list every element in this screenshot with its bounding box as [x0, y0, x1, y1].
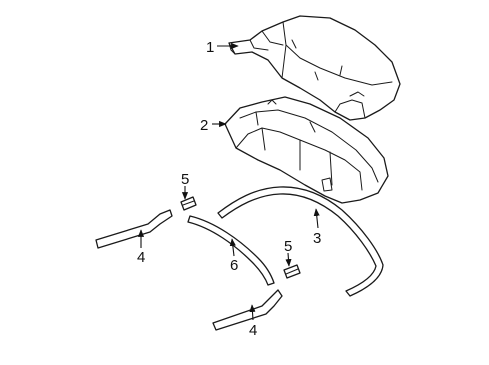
part-4a-molding	[95, 209, 173, 249]
callout-1: 1	[206, 39, 214, 56]
callout-3: 3	[313, 230, 321, 247]
callout-5a: 5	[181, 171, 189, 188]
part-5b-clip	[283, 264, 301, 279]
leader-5b	[285, 252, 292, 267]
part-3-rear-seal	[217, 186, 384, 297]
leader-3	[313, 208, 320, 229]
callout-5b: 5	[284, 238, 292, 255]
part-2-storage-tub	[224, 96, 389, 204]
leader-4b	[249, 304, 256, 321]
part-5a-clip	[180, 196, 197, 211]
part-1-top-cover	[228, 15, 401, 121]
callout-2: 2	[200, 117, 208, 134]
part-6-trim-strip	[187, 215, 275, 286]
callout-4a: 4	[137, 249, 145, 266]
callout-4b: 4	[249, 322, 257, 339]
leader-6	[229, 238, 236, 257]
part-4b-molding	[212, 289, 283, 331]
callout-6: 6	[230, 257, 238, 274]
leader-lines	[137, 42, 320, 321]
